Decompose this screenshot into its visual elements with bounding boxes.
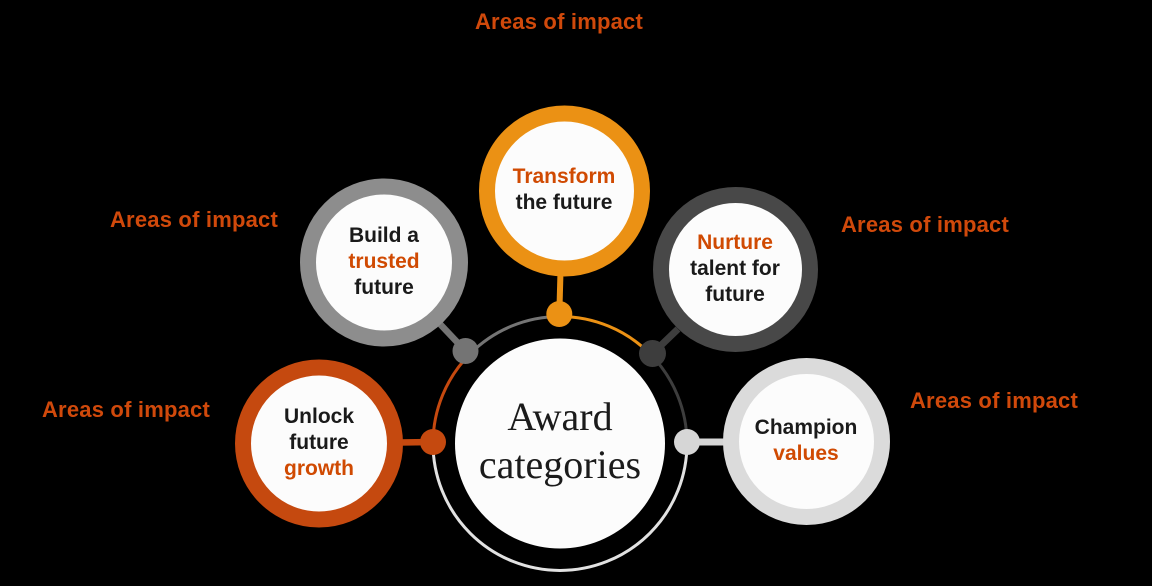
build-label: Build a trusted future	[348, 223, 419, 301]
center-label-line2: categories	[478, 442, 642, 487]
nurture-label-line3: future	[705, 283, 765, 306]
champion-circle	[723, 358, 890, 525]
center-label: Award categories	[479, 393, 641, 489]
center-label-line1: Award	[507, 394, 613, 439]
champion-label-line1: Champion	[754, 416, 858, 439]
nurture-label-line2: talent for	[690, 257, 780, 280]
transform-label-line1: Transform	[512, 165, 616, 188]
unlock-circle	[235, 359, 403, 528]
ring-dot-build	[452, 338, 479, 364]
champion-label-line2: values	[773, 442, 839, 465]
transform-circle	[479, 105, 650, 277]
build-label-line3: future	[354, 276, 414, 299]
champion-label: Champion values	[755, 415, 858, 467]
unlock-label: Unlock future growth	[284, 404, 354, 482]
unlock-label-line2: future	[289, 431, 349, 454]
nurture-circle	[653, 187, 818, 352]
impact-label-right-lower: Areas of impact	[909, 388, 1079, 413]
ring-dot-nurture	[639, 340, 666, 367]
ring-dot-unlock	[420, 429, 446, 455]
impact-label-left-lower: Areas of impact	[41, 397, 211, 422]
impact-label-right-upper: Areas of impact	[840, 212, 1010, 237]
nurture-label: Nurture talent for future	[690, 230, 780, 308]
build-circle	[300, 178, 468, 347]
unlock-label-line1: Unlock	[283, 405, 355, 428]
impact-label-left-upper: Areas of impact	[109, 207, 279, 232]
build-label-line2: trusted	[348, 250, 420, 273]
unlock-label-line3: growth	[284, 457, 354, 480]
nurture-label-line1: Nurture	[697, 231, 773, 254]
transform-label-line2: the future	[515, 191, 613, 214]
ring-arc-light-gray	[431, 443, 689, 572]
transform-label: Transform the future	[513, 164, 616, 216]
impact-label-top: Areas of impact	[474, 9, 644, 34]
ring-dot-transform	[546, 301, 573, 327]
build-label-line1: Build a	[348, 224, 419, 247]
center-circle	[455, 338, 665, 549]
ring-dot-champion	[674, 429, 700, 455]
